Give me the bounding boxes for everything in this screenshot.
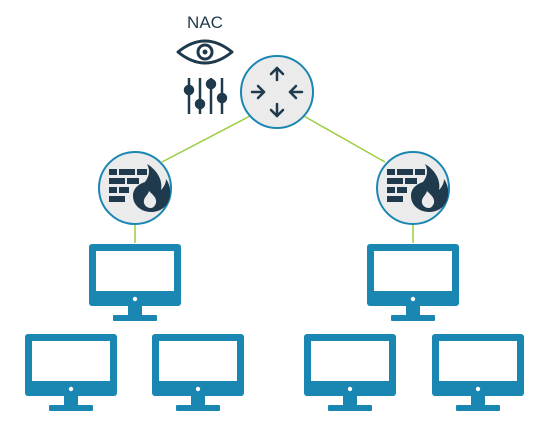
link-router-firewall-left — [161, 114, 253, 163]
sliders-icon — [183, 78, 228, 114]
monitor-bottom-4 — [432, 334, 524, 411]
firewall-icon — [387, 164, 449, 212]
router-arrows-icon — [250, 66, 304, 118]
monitor-bottom-3 — [304, 334, 396, 411]
monitor-mid-right — [367, 244, 459, 321]
eye-icon — [176, 39, 234, 65]
nac-label: NAC — [187, 13, 223, 32]
network-links — [134, 114, 414, 243]
monitors — [25, 244, 524, 411]
firewall-node-right — [376, 151, 450, 225]
monitor-bottom-1 — [25, 334, 117, 411]
firewall-icon — [109, 164, 171, 212]
monitor-bottom-2 — [152, 334, 244, 411]
router-node — [240, 55, 314, 129]
link-router-firewall-right — [301, 114, 386, 163]
firewall-node-left — [98, 151, 172, 225]
monitor-mid-left — [89, 244, 181, 321]
